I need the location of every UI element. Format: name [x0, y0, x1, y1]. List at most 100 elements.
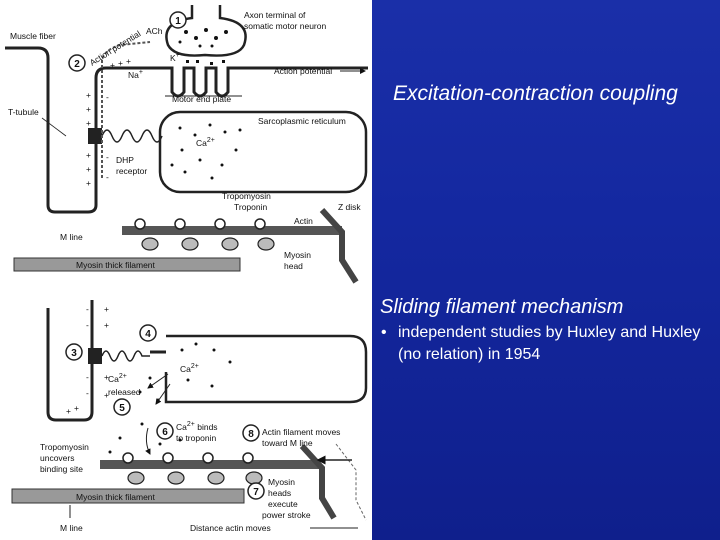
label-axon-terminal-2: somatic motor neuron — [244, 21, 326, 31]
membrane-charges: + + + + + + - - - + + + - - - - + + + + — [66, 56, 131, 416]
svg-text:+: + — [86, 178, 91, 188]
myosin-heads-top — [141, 237, 275, 251]
step-2-number: 2 — [74, 59, 80, 70]
step-3-number: 3 — [71, 348, 77, 359]
svg-text:+: + — [104, 372, 109, 382]
dhp-receptor — [88, 128, 102, 144]
svg-text:+: + — [104, 320, 109, 330]
myosin-thick-filament-top — [13, 257, 241, 272]
motor-end-plate-folds — [165, 66, 240, 98]
troponin-bottom — [122, 452, 254, 464]
label-m-line-bottom: M line — [60, 523, 83, 533]
step-5-number: 5 — [119, 403, 125, 414]
label-myosin-head-1: Myosin — [284, 250, 311, 260]
step-2-marker: 2 — [68, 54, 86, 72]
label-myosin-stroke-4: power stroke — [262, 510, 311, 520]
svg-text:-: - — [86, 320, 89, 330]
label-distance: Distance actin moves — [190, 523, 271, 533]
step-6-marker: 6 — [156, 422, 174, 440]
label-t-tubule: T-tubule — [8, 107, 39, 117]
label-k: K+ — [170, 52, 180, 63]
label-action-potential: Action potential — [88, 28, 143, 67]
label-myosin-stroke-3: execute — [268, 499, 298, 509]
dhp-receptor-bottom — [88, 348, 102, 364]
actin-filament-bottom — [100, 460, 320, 469]
label-motor-end-plate: Motor end plate — [172, 94, 231, 104]
label-myosin-stroke-1: Myosin — [268, 477, 295, 487]
excitation-contraction-title: Excitation-contraction coupling — [393, 82, 678, 105]
muscle-fiber-membrane — [5, 46, 165, 214]
label-m-line-top: M line — [60, 232, 83, 242]
bullet-item: • independent studies by Huxley and Huxl… — [381, 322, 716, 366]
sarcoplasmic-reticulum-bottom — [164, 334, 368, 404]
label-ca-released-1: Ca2+ — [108, 373, 127, 384]
label-actin-moves-2: toward M line — [262, 438, 313, 448]
label-troponin: Troponin — [234, 202, 268, 212]
label-myosin-stroke-2: heads — [268, 488, 291, 498]
actin-filament-top — [122, 226, 342, 235]
step-3-marker: 3 — [65, 343, 83, 361]
label-action-potential-right: Action potential — [274, 66, 332, 76]
svg-text:+: + — [104, 304, 109, 314]
troponin-top — [134, 218, 266, 230]
label-myosin-head-2: head — [284, 261, 303, 271]
label-ca-bottom: Ca2+ — [180, 363, 199, 374]
label-dhp-1: DHP — [116, 155, 134, 165]
step-4-number: 4 — [145, 329, 151, 340]
calcium-dots-top — [170, 123, 242, 180]
z-disk-previous-position — [335, 443, 367, 521]
step-6-number: 6 — [162, 427, 168, 438]
z-disk-top — [319, 207, 359, 284]
label-muscle-fiber: Muscle fiber — [10, 31, 56, 41]
step-1-number: 1 — [175, 16, 181, 27]
ach-vesicles — [178, 28, 228, 65]
step-1-marker: 1 — [169, 11, 187, 29]
excitation-contraction-figure: 1 2 3 4 5 6 7 8 Muscle fiber ACh Axon te… — [5, 5, 368, 533]
svg-text:+: + — [86, 118, 91, 128]
action-potential-signal — [101, 41, 151, 178]
label-tropo-uncovers-2: uncovers — [40, 453, 75, 463]
label-ca-binds-1: Ca2+ binds — [176, 421, 218, 432]
bullet-text: independent studies by Huxley and Huxley… — [398, 324, 701, 363]
step-7-number: 7 — [253, 487, 259, 498]
label-ca-binds-2: to troponin — [176, 433, 216, 443]
svg-text:-: - — [86, 372, 89, 382]
label-tropo-uncovers-1: Tropomyosin — [40, 442, 89, 452]
bullet-dot: • — [381, 324, 387, 341]
t-tubule-leader — [41, 117, 67, 137]
myosin-thick-filament-bottom — [11, 488, 245, 504]
label-z-disk: Z disk — [338, 202, 361, 212]
myosin-heads-bottom — [127, 471, 263, 485]
step-8-number: 8 — [248, 429, 254, 440]
sarcoplasmic-reticulum-top — [158, 110, 368, 194]
svg-text:+: + — [66, 406, 71, 416]
label-myosin-thick-bottom: Myosin thick filament — [76, 492, 156, 502]
step-4-marker: 4 — [139, 324, 157, 342]
label-na: Na+ — [128, 69, 143, 80]
calcium-release-arrows — [145, 373, 171, 455]
step-8-marker: 8 — [242, 424, 260, 442]
svg-text:+: + — [86, 90, 91, 100]
svg-text:+: + — [86, 150, 91, 160]
label-ach: ACh — [146, 26, 163, 36]
svg-text:+: + — [104, 390, 109, 400]
label-actin-moves-1: Actin filament moves — [262, 427, 340, 437]
t-tubule-bottom — [46, 300, 94, 422]
svg-text:+: + — [118, 58, 123, 68]
label-actin: Actin — [294, 216, 313, 226]
ryanodine-coil-bottom — [101, 350, 150, 362]
figure-drawing: 1 2 3 4 5 6 7 8 Muscle fiber ACh Axon te… — [5, 5, 368, 533]
svg-text:-: - — [106, 92, 109, 102]
svg-text:+: + — [86, 104, 91, 114]
step-7-marker: 7 — [247, 482, 265, 500]
label-myosin-thick-top: Myosin thick filament — [76, 260, 156, 270]
label-tropo-uncovers-3: binding site — [40, 464, 83, 474]
svg-text:+: + — [110, 60, 115, 70]
label-dhp-2: receptor — [116, 166, 147, 176]
svg-text:-: - — [106, 172, 109, 182]
label-ca-released-2: released — [108, 387, 141, 397]
label-axon-terminal-1: Axon terminal of — [244, 10, 306, 20]
svg-text:-: - — [106, 152, 109, 162]
svg-text:-: - — [86, 388, 89, 398]
